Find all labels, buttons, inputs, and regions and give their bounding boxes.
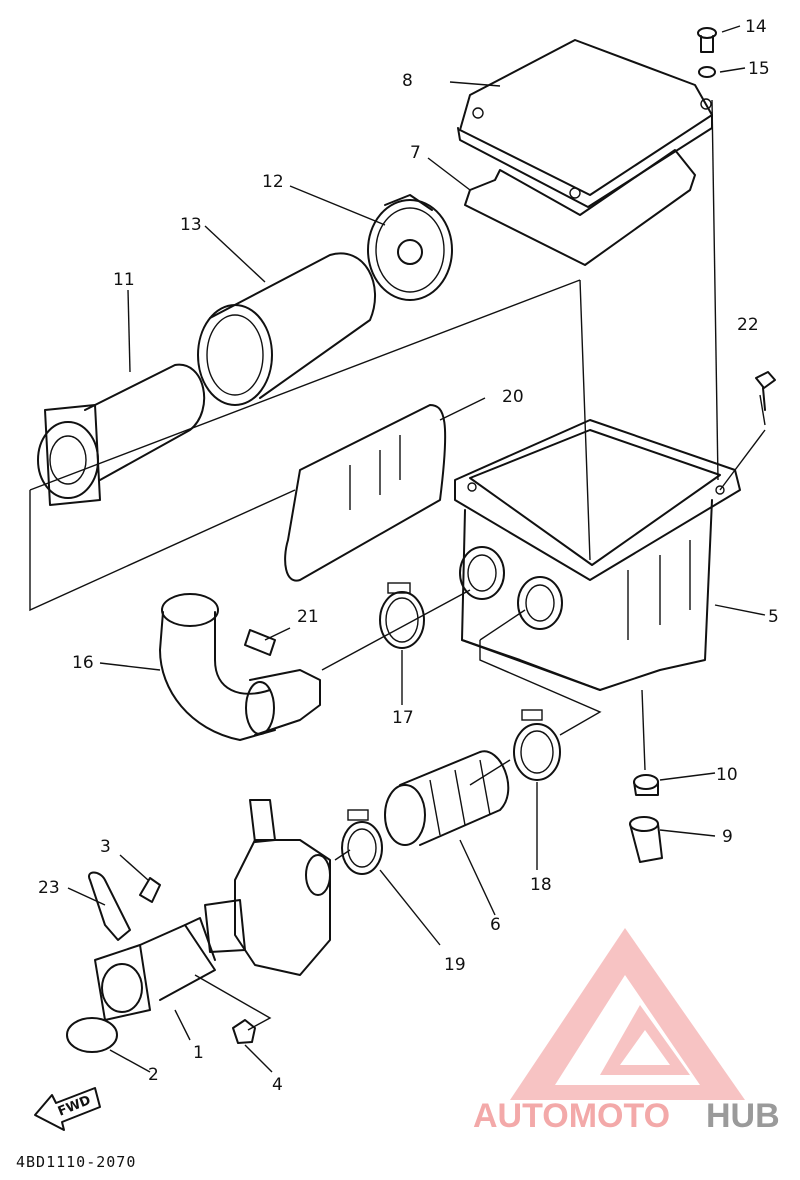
screw-14: [697, 27, 717, 53]
bolt-22: [755, 371, 776, 411]
callout-7: 7: [410, 143, 421, 163]
joint-16: [159, 593, 321, 741]
callout-21: 21: [297, 607, 319, 627]
joint-6: [384, 750, 510, 846]
callout-5: 5: [768, 607, 779, 627]
watermark-text-2: HUB: [706, 1097, 780, 1135]
callout-10: 10: [716, 765, 738, 785]
callout-2: 2: [148, 1065, 159, 1085]
callout-12: 12: [262, 172, 284, 192]
air-box-lid: [457, 39, 713, 208]
callout-18: 18: [530, 875, 552, 895]
callout-17: 17: [392, 708, 414, 728]
holder-23: [88, 871, 131, 941]
callout-11: 11: [113, 270, 135, 290]
screw-3: [139, 877, 161, 903]
clip-21: [244, 629, 276, 656]
element-guide: [37, 363, 206, 506]
callout-4: 4: [272, 1075, 283, 1095]
callout-1: 1: [193, 1043, 204, 1063]
callout-19: 19: [444, 955, 466, 975]
watermark-text-1: AUTOMOTO: [473, 1097, 670, 1135]
callout-13: 13: [180, 215, 202, 235]
callout-20: 20: [502, 387, 524, 407]
watermark-logo: [510, 928, 745, 1100]
callout-22: 22: [737, 315, 759, 335]
callout-14: 14: [745, 17, 767, 37]
washer-15: [698, 66, 716, 78]
drain-plug-10: [633, 774, 659, 796]
diagram-code: 4BD1110-2070: [16, 1153, 136, 1171]
o-ring-2: [66, 1017, 118, 1053]
fwd-label: FWD: [56, 1093, 93, 1120]
callout-16: 16: [72, 653, 94, 673]
element: [197, 252, 376, 406]
clamp-17: [379, 582, 425, 649]
callout-15: 15: [748, 59, 770, 79]
callout-6: 6: [490, 915, 501, 935]
nut-4: [232, 1019, 256, 1044]
fwd-arrow: FWD: [34, 1087, 101, 1131]
drain-hose-9: [629, 816, 663, 863]
group-boundary: [29, 279, 591, 612]
callout-3: 3: [100, 837, 111, 857]
seal-20: [284, 404, 447, 582]
carburetor: [204, 799, 331, 976]
callout-23: 23: [38, 878, 60, 898]
air-box-case: [454, 419, 741, 691]
callout-9: 9: [722, 827, 733, 847]
lid-gasket: [464, 149, 696, 266]
element-cover: [367, 194, 453, 301]
callout-8: 8: [402, 71, 413, 91]
clamp-18: [513, 709, 561, 781]
leader-lines: [67, 25, 766, 1073]
manifold-joint-1: [94, 917, 216, 1021]
clamp-19: [341, 809, 383, 875]
